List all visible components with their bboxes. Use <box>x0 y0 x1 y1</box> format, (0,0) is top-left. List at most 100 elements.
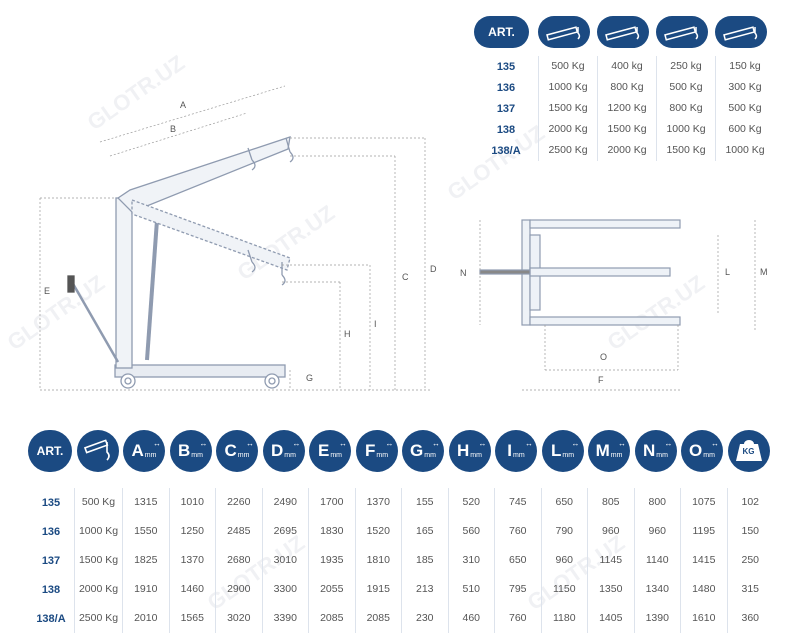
double-arrow-icon: ↔ <box>199 439 208 448</box>
unit-label: mm <box>513 451 525 459</box>
dimension-cell: 2260 <box>215 488 262 517</box>
unit-label: mm <box>562 451 575 459</box>
dimension-letter: G <box>410 441 424 460</box>
dimension-cell: 1610 <box>680 604 727 633</box>
weight-icon: KG <box>727 430 770 472</box>
capacity-cell: 250 kg <box>656 56 715 77</box>
dimension-letter: A <box>131 441 144 460</box>
dimension-label-n: N <box>460 268 467 278</box>
unit-label: mm <box>144 451 157 459</box>
dimension-cell: 1550 <box>122 517 169 546</box>
dimension-cell: 1520 <box>354 517 402 546</box>
art-header: ART. <box>28 430 72 472</box>
unit-label: mm <box>424 451 436 459</box>
dimension-letter: E <box>317 441 330 460</box>
art-number: 137 <box>41 554 61 567</box>
double-arrow-icon: ↔ <box>618 439 626 448</box>
capacity-cell: 1000 Kg <box>656 119 715 140</box>
capacity-cell: 1000 Kg <box>538 77 597 98</box>
dimension-cell: 1010 <box>168 488 216 517</box>
dimension-label-d: D <box>430 264 437 274</box>
dimension-cell: 185 <box>401 546 448 575</box>
dimension-letter: N <box>643 441 656 460</box>
double-arrow-icon: ↔ <box>153 439 161 448</box>
dimension-cell: 760 <box>494 517 541 546</box>
unit-label: mm <box>376 451 389 459</box>
dimension-cell: 1935 <box>308 546 355 575</box>
dimension-cell: 1370 <box>168 546 216 575</box>
dimension-cell: 1480 <box>680 575 727 604</box>
unit-label: mm <box>656 451 668 459</box>
capacity-cell: 500 Kg <box>538 56 597 77</box>
dimension-cell: 960 <box>633 517 681 546</box>
dimension-letter: I <box>507 441 513 460</box>
dimension-letter: B <box>178 441 191 460</box>
capacity-cell: 300 Kg <box>715 77 774 98</box>
crane-boom-position-3-icon <box>656 16 708 48</box>
crane-top-view-drawing: N L M O F <box>460 219 768 391</box>
dimension-cell: 2085 <box>354 604 402 633</box>
dimension-cell: 1145 <box>587 546 634 575</box>
unit-label: mm <box>191 451 203 459</box>
unit-label: mm <box>330 451 342 459</box>
dimension-cell: 745 <box>494 488 541 517</box>
dimension-cell: 1195 <box>680 517 727 546</box>
dimension-cell: 2500 Kg <box>74 604 122 633</box>
dimension-cell: 1910 <box>122 575 169 604</box>
double-arrow-icon: ↔ <box>571 439 580 448</box>
crane-hook-icon <box>76 430 119 472</box>
dimension-cell: 1825 <box>122 546 169 575</box>
dimension-cell: 1915 <box>354 575 402 604</box>
dimension-cell: 1340 <box>633 575 681 604</box>
dimension-cell: 795 <box>494 575 541 604</box>
dimension-cell: 315 <box>726 575 774 604</box>
capacity-cell: 2000 Kg <box>538 119 597 140</box>
dimension-cell: 3390 <box>261 604 309 633</box>
dimension-cell: 360 <box>726 604 774 633</box>
dimension-cell: 2490 <box>261 488 309 517</box>
dimension-letter: O <box>689 441 703 460</box>
dimension-letter: D <box>271 441 284 460</box>
unit-label: mm <box>284 451 296 459</box>
dimension-cell: 805 <box>587 488 634 517</box>
dimension-cell: 155 <box>401 488 448 517</box>
dimension-cell: 2085 <box>308 604 355 633</box>
dimension-cell: 1150 <box>540 575 588 604</box>
art-number: 136 <box>41 525 61 538</box>
double-arrow-icon: ↔ <box>339 439 347 448</box>
dimension-label-a: A <box>180 100 186 110</box>
crane-boom-position-4-icon <box>715 16 767 48</box>
dimension-cell: 1565 <box>168 604 216 633</box>
dimension-cell: 3020 <box>215 604 262 633</box>
dimension-cell: 1700 <box>308 488 355 517</box>
dimension-cell: 2055 <box>308 575 355 604</box>
dimension-cell: 165 <box>401 517 448 546</box>
dimension-cell: 2695 <box>261 517 309 546</box>
dimension-cell: 2000 Kg <box>74 575 122 604</box>
unit-label: mm <box>610 451 623 459</box>
dimension-cell: 2680 <box>215 546 262 575</box>
dimension-label-c: C <box>402 272 409 282</box>
dimension-label-l: L <box>725 267 730 277</box>
unit-label: mm <box>237 451 250 459</box>
dimension-label-g: G <box>306 373 313 383</box>
dimension-cell: 1500 Kg <box>74 546 122 575</box>
art-number: 138 <box>41 583 61 596</box>
dimension-cell: 213 <box>401 575 448 604</box>
art-header: ART. <box>474 16 529 48</box>
dimension-cell: 1315 <box>122 488 169 517</box>
capacity-cell: 1000 Kg <box>715 140 774 161</box>
dimension-cell: 800 <box>633 488 681 517</box>
crane-boom-position-2-icon <box>597 16 649 48</box>
art-number: 138/A <box>491 144 521 157</box>
